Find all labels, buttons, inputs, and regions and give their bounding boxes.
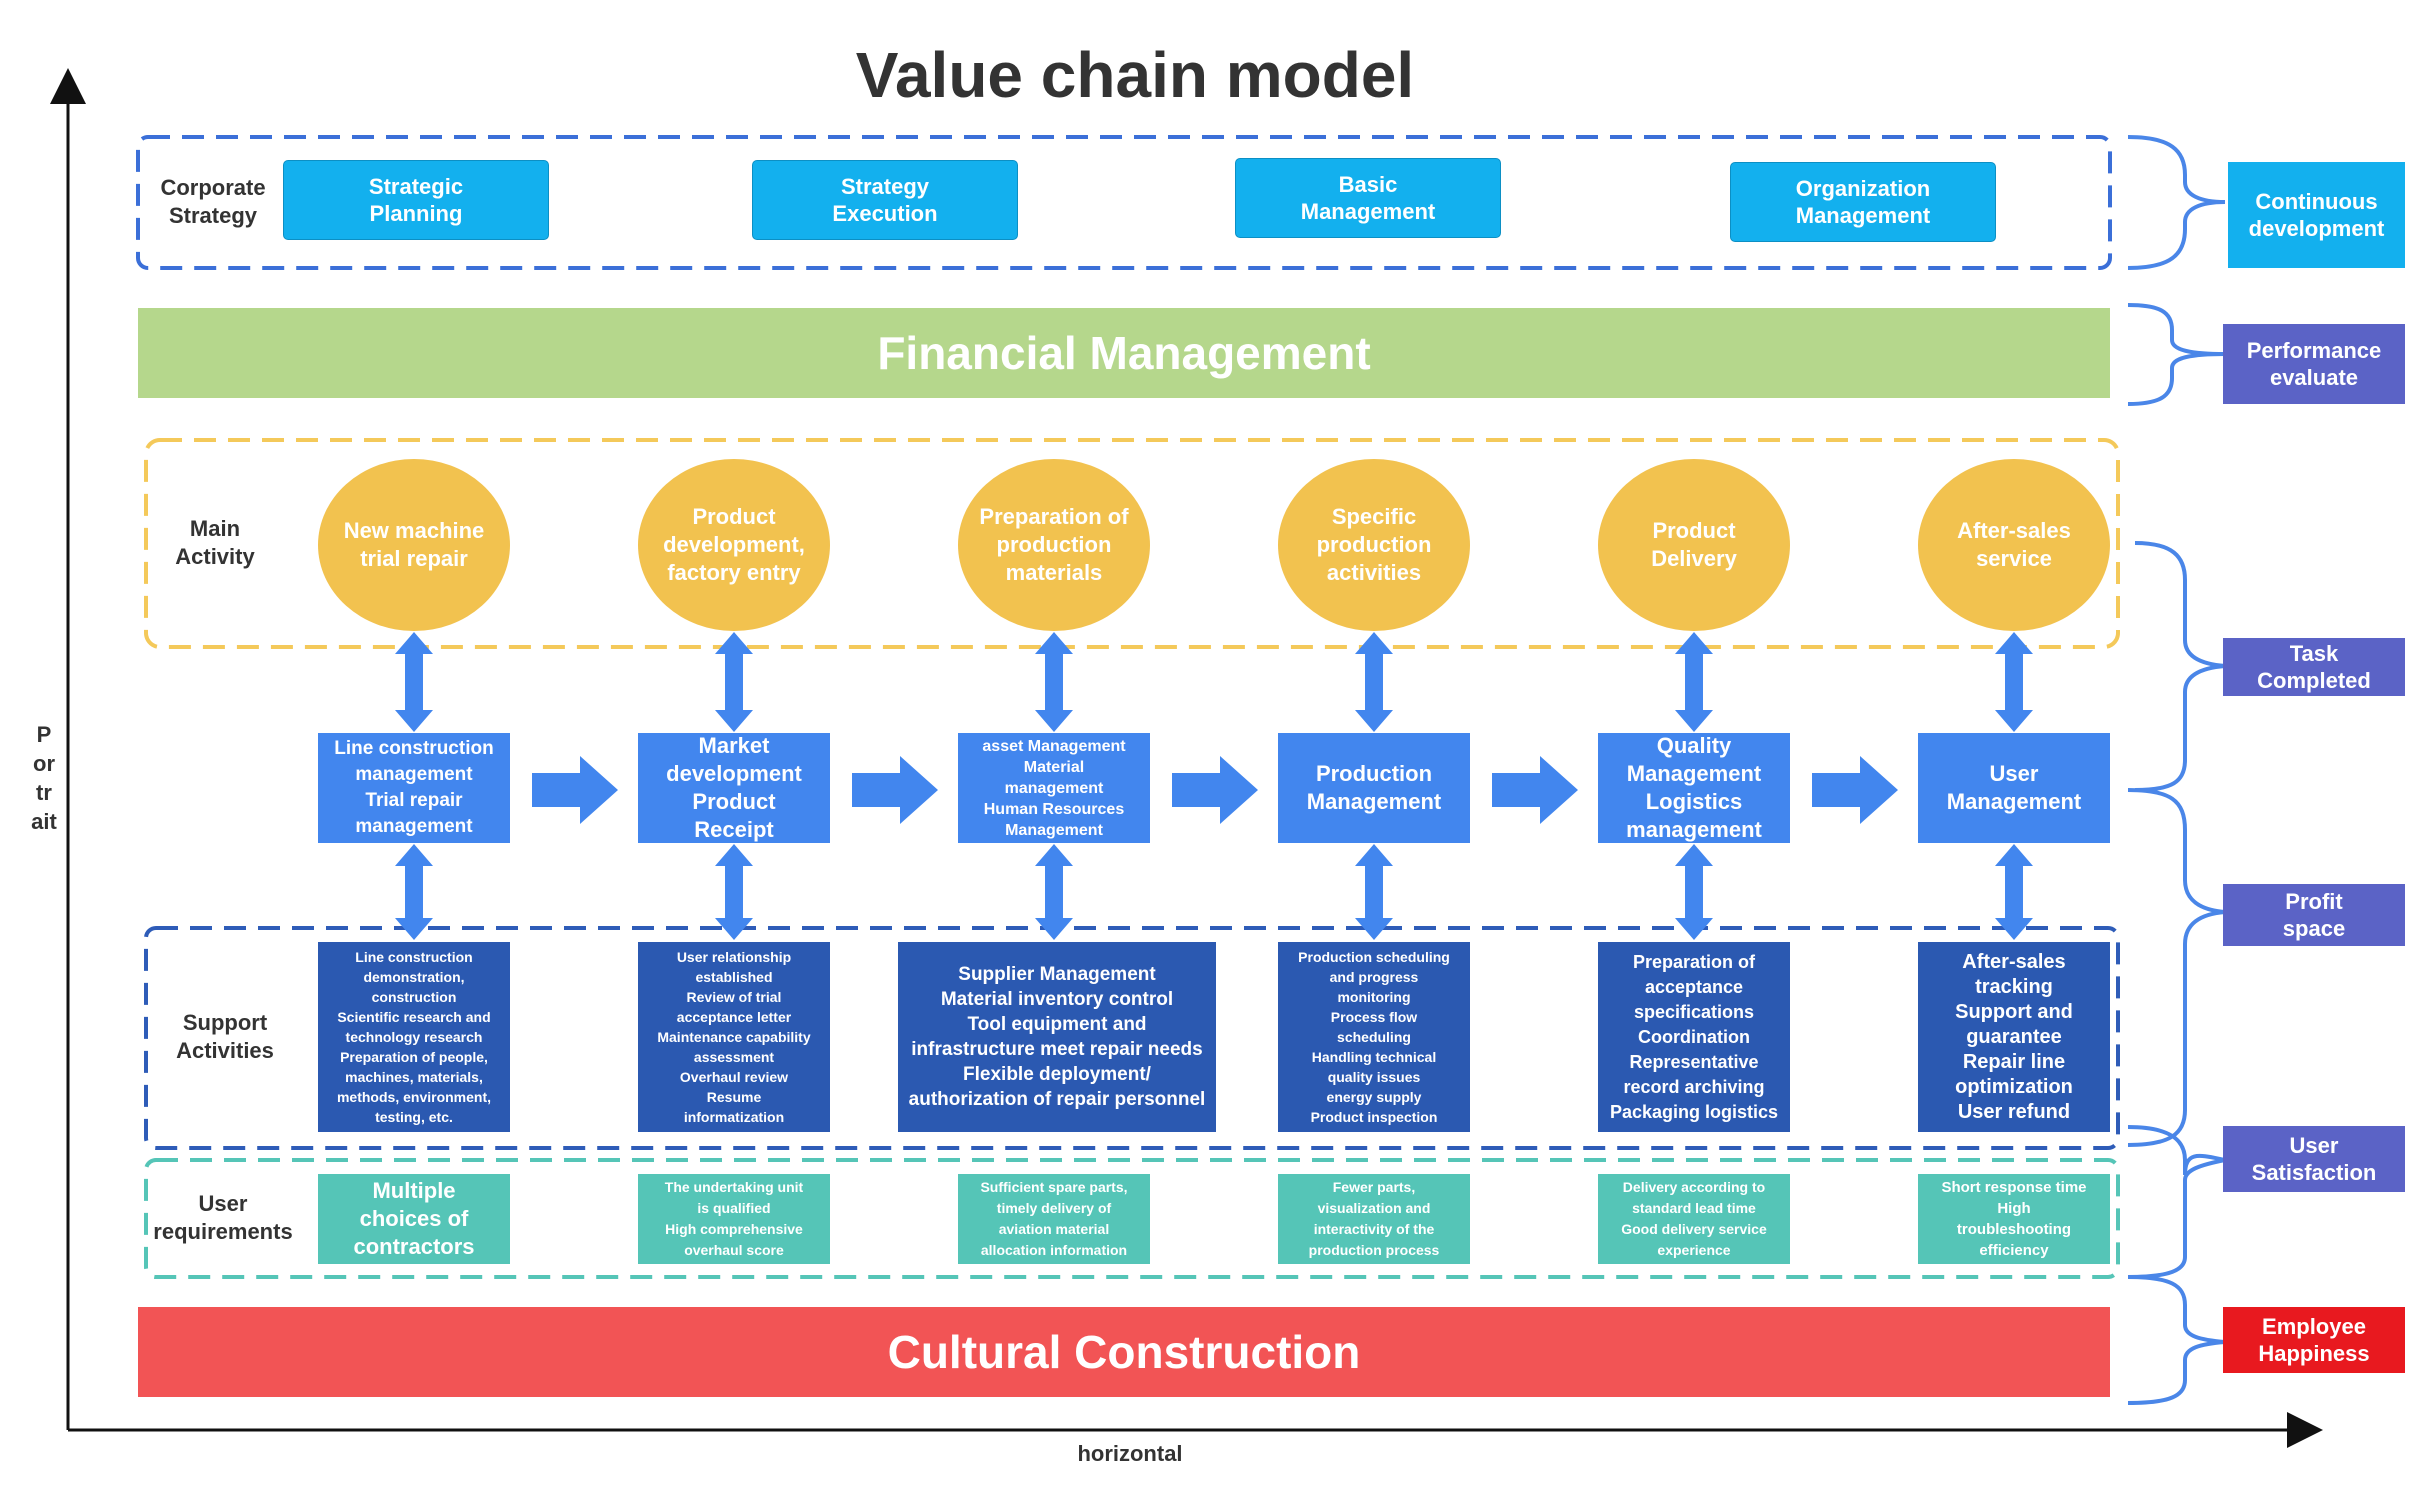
support-box-supplier-management: Supplier Management Material inventory c… (898, 942, 1216, 1132)
main-activity-label: Main Activity (175, 516, 255, 569)
bracket-user (2127, 1125, 2226, 1279)
flow-arrow-5 (1812, 756, 1898, 824)
flow-arrow-4 (1492, 756, 1578, 824)
support-box-production-scheduling: Production scheduling and progress monit… (1278, 942, 1470, 1132)
support-box-line-construction: Line construction demonstration, constru… (318, 942, 510, 1132)
user-req-multiple-contractors: Multiple choices of contractors (318, 1174, 510, 1264)
outcome-employee-happiness: Employee Happiness (2223, 1307, 2405, 1373)
connector-management-to-support-4 (1355, 844, 1393, 940)
bracket-layer (2127, 135, 2226, 1405)
connector-main-to-management-6 (1995, 632, 2033, 732)
corporate-box-strategy-execution: Strategy Execution (752, 160, 1018, 240)
user-frame (144, 1158, 2120, 1279)
corporate-box-basic-management: Basic Management (1235, 158, 1501, 238)
user-req-spare-parts: Sufficient spare parts, timely delivery … (958, 1174, 1150, 1264)
connector-main-to-management-2 (715, 632, 753, 732)
outcome-performance-evaluate: Performance evaluate (2223, 324, 2405, 404)
main-activity-new-machine-trial-repair: New machine trial repair (318, 459, 510, 631)
management-box-production-management: Production Management (1278, 733, 1470, 843)
connector-management-to-support-3 (1035, 844, 1073, 940)
main-activity-frame (144, 438, 2120, 649)
corporate-box-organization-management: Organization Management (1730, 162, 1996, 242)
support-activities-label: Support Activities (176, 1010, 274, 1063)
support-frame (144, 926, 2120, 1150)
management-box-user-management: User Management (1918, 733, 2110, 843)
user-req-qualified-unit: The undertaking unit is qualified High c… (638, 1174, 830, 1264)
outcome-task-completed: Task Completed (2223, 638, 2405, 696)
connector-management-to-support-5 (1675, 844, 1713, 940)
bracket-main (2134, 541, 2226, 792)
corporate-frame (136, 135, 2112, 270)
outcome-profit-space: Profit space (2223, 884, 2405, 946)
main-activity-product-development: Product development, factory entry (638, 459, 830, 631)
connector-management-to-support-6 (1995, 844, 2033, 940)
cultural-construction-band: Cultural Construction (138, 1307, 2110, 1397)
corporate-box-strategic-planning: Strategic Planning (283, 160, 549, 240)
management-box-asset-management: asset Management Material management Hum… (958, 733, 1150, 843)
connector-main-to-management-3 (1035, 632, 1073, 732)
diagram-title: Value chain model (855, 39, 1415, 111)
connector-main-to-management-1 (395, 632, 433, 732)
connector-management-to-support-2 (715, 844, 753, 940)
management-box-market-development: Market development Product Receipt (638, 733, 830, 843)
flow-arrow-2 (852, 756, 938, 824)
main-activity-product-delivery: Product Delivery (1598, 459, 1790, 631)
x-axis-label: horizontal (1077, 1441, 1183, 1466)
outcome-continuous-development: Continuous development (2228, 162, 2405, 268)
management-box-quality-logistics: Quality Management Logistics management (1598, 733, 1790, 843)
main-activity-preparation-of-materials: Preparation of production materials (958, 459, 1150, 631)
arrow-layer (395, 632, 2033, 940)
y-axis-label: Portrait (31, 722, 57, 834)
flow-arrow-3 (1172, 756, 1258, 824)
connector-main-to-management-4 (1355, 632, 1393, 732)
connector-main-to-management-5 (1675, 632, 1713, 732)
flow-arrow-1 (532, 756, 618, 824)
connector-management-to-support-1 (395, 844, 433, 940)
user-requirements-label: User requirements (153, 1191, 293, 1244)
support-box-acceptance-specifications: Preparation of acceptance specifications… (1598, 942, 1790, 1132)
corporate-strategy-label: Corporate Strategy (160, 175, 266, 228)
bracket-mid (2127, 788, 2226, 1147)
bracket-financial (2127, 303, 2226, 406)
user-req-delivery-lead-time: Delivery according to standard lead time… (1598, 1174, 1790, 1264)
main-activity-specific-production: Specific production activities (1278, 459, 1470, 631)
outcome-user-satisfaction: User Satisfaction (2223, 1126, 2405, 1192)
financial-management-band: Financial Management (138, 308, 2110, 398)
bracket-cultural (2127, 1275, 2226, 1405)
support-box-after-sales-tracking: After-sales tracking Support and guarant… (1918, 942, 2110, 1132)
support-box-user-relationship: User relationship established Review of … (638, 942, 830, 1132)
management-box-line-construction: Line construction management Trial repai… (318, 733, 510, 843)
user-req-fewer-parts: Fewer parts, visualization and interacti… (1278, 1174, 1470, 1264)
user-req-short-response: Short response time High troubleshooting… (1918, 1174, 2110, 1264)
bracket-corporate (2127, 135, 2226, 270)
main-activity-after-sales-service: After-sales service (1918, 459, 2110, 631)
